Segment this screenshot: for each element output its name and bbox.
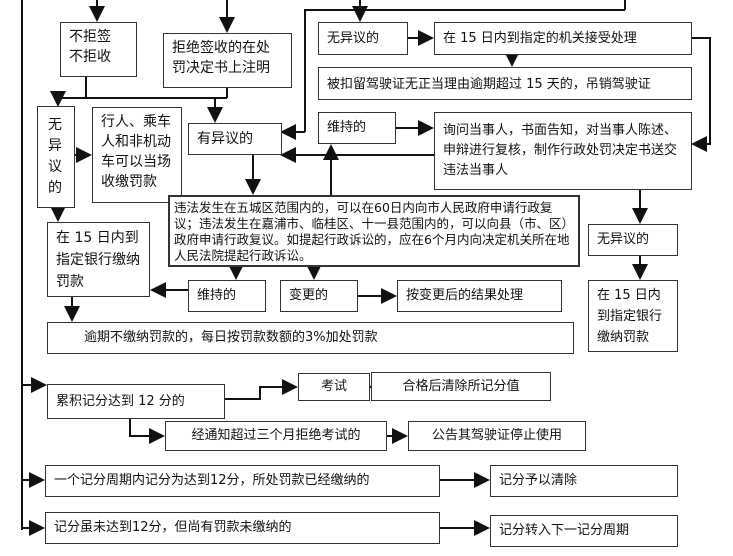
node-pay-bank-right: 在 15 日内到指定银行缴纳罚款 bbox=[588, 280, 678, 352]
node-changed: 变更的 bbox=[280, 280, 358, 312]
node-refuse-exam: 经通知超过三个月拒绝考试的 bbox=[165, 421, 387, 451]
node-cycle-under: 一个记分周期内记分为达到12分，所处罚款已经缴纳的 bbox=[45, 465, 440, 497]
node-late-fee: 逾期不缴纳罚款的，每日按罚款数额的3%加处罚款 bbox=[47, 322, 574, 354]
node-pass-clear: 合格后清除所记分值 bbox=[371, 372, 551, 401]
node-process-15d: 在 15 日内到指定的机关接受处理 bbox=[434, 22, 692, 55]
node-pay-bank-left: 在 15 日内到指定银行缴纳罚款 bbox=[47, 222, 150, 297]
node-revoke: 被扣留驾驶证无正当理由逾期超过 15 天的，吊销驾驶证 bbox=[318, 67, 692, 100]
node-maintain-bottom: 维持的 bbox=[188, 280, 266, 312]
node-cleared: 记分予以清除 bbox=[490, 465, 678, 497]
node-inquiry: 询问当事人，书面告知，对当事人陈述、申辩进行复核，制作行政处罚决定书送交违法当事… bbox=[434, 112, 692, 190]
node-no-objection-top: 无异议的 bbox=[318, 22, 408, 55]
node-has-objection: 有异议的 bbox=[188, 123, 282, 155]
node-per-change: 按变更后的结果处理 bbox=[397, 280, 562, 312]
node-pay-on-spot: 行人、乘车人和非机动车可以当场收缴罚款 bbox=[92, 107, 182, 203]
node-unpaid: 记分虽未达到12分，但尚有罚款未缴纳的 bbox=[45, 512, 440, 544]
node-no-objection-left: 无异议的 bbox=[37, 106, 75, 208]
node-exam: 考试 bbox=[298, 373, 370, 401]
node-refuse-sign: 拒绝签收的在处罚决定书上注明 bbox=[163, 33, 292, 88]
node-carry-over: 记分转入下一记分周期 bbox=[490, 515, 678, 547]
node-no-objection-right: 无异议的 bbox=[588, 224, 678, 256]
node-suspend: 公告其驾驶证停止使用 bbox=[408, 421, 586, 451]
node-maintain-top: 维持的 bbox=[318, 112, 396, 144]
node-no-refuse: 不拒签 不拒收 bbox=[60, 22, 137, 77]
node-reconsideration: 违法发生在五城区范围内的，可以在60日内向市人民政府申请行政复议；违法发生在嘉浦… bbox=[168, 195, 580, 267]
node-points-12: 累积记分达到 12 分的 bbox=[47, 384, 225, 419]
